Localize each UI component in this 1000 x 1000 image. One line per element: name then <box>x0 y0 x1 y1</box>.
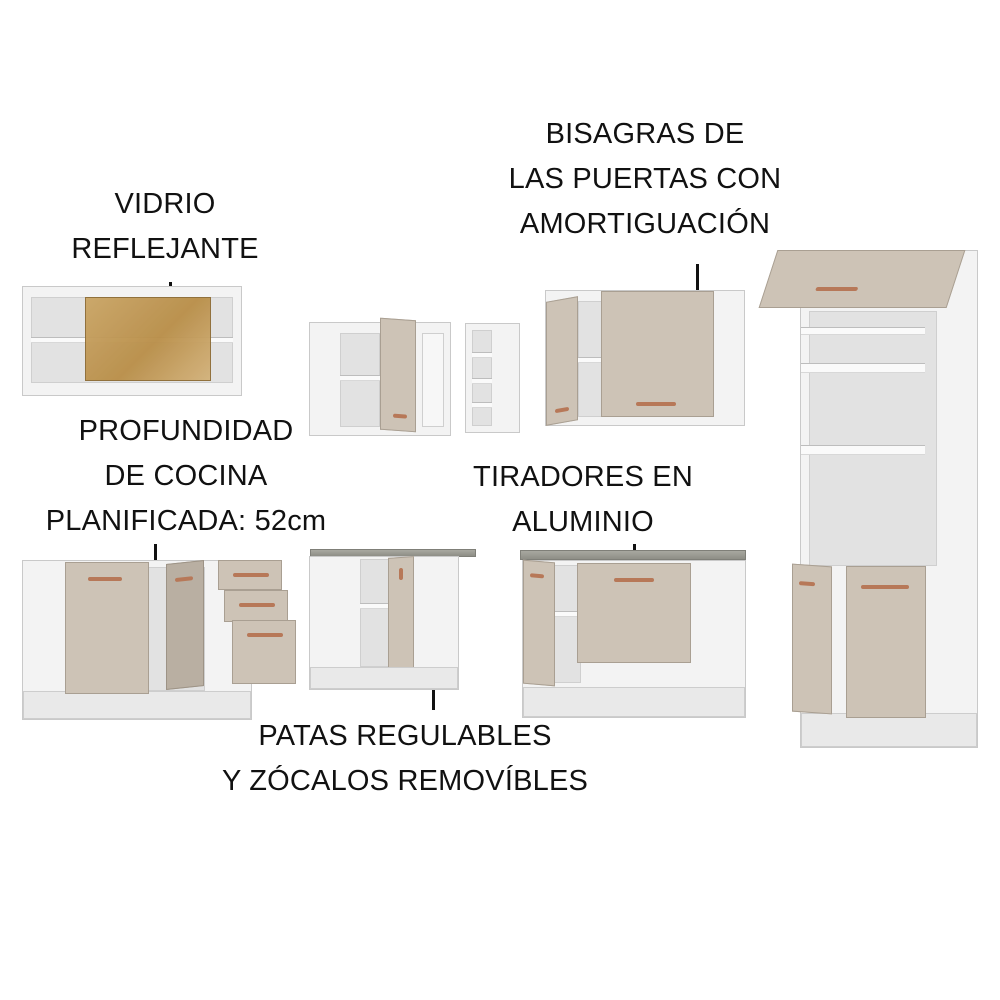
handle <box>247 633 283 637</box>
shelf <box>801 445 925 455</box>
handle <box>636 402 676 406</box>
shelf <box>360 603 390 609</box>
corner-base-cabinet <box>309 556 459 690</box>
label-line: Y ZÓCALOS REMOVÍBLES <box>221 765 589 797</box>
open-left-door <box>523 559 555 687</box>
reflective-glass-doors <box>85 297 211 381</box>
base-door <box>65 562 149 694</box>
shelf <box>801 363 925 373</box>
label-profundidad: PROFUNDIDAD DE COCINA PLANIFICADA: 52cm <box>46 409 327 544</box>
label-line: PLANIFICADA: 52cm <box>45 505 327 537</box>
handle <box>614 578 654 582</box>
glass-wall-cabinet <box>22 286 242 396</box>
handle <box>555 406 569 414</box>
handle <box>815 287 859 291</box>
drawer-2 <box>224 590 288 622</box>
shelf <box>472 352 492 358</box>
shelf <box>801 327 925 335</box>
lift-up-flap-door <box>758 250 966 308</box>
base-open-door <box>166 560 204 690</box>
label-line: VIDRIO <box>114 188 216 220</box>
shelf <box>578 357 608 363</box>
label-tiradores: TIRADORES EN ALUMINIO <box>473 455 693 545</box>
plinth <box>23 691 251 719</box>
open-door <box>380 317 416 433</box>
plinth <box>801 713 977 747</box>
right-door <box>601 291 714 417</box>
open-left-door <box>546 296 578 426</box>
shelf <box>553 611 581 617</box>
label-line: PATAS REGULABLES <box>258 720 552 752</box>
label-line: LAS PUERTAS CON <box>508 163 782 195</box>
label-vidrio-reflejante: VIDRIO REFLEJANTE <box>71 182 258 272</box>
corner-wall-cabinet <box>309 317 451 436</box>
handle <box>233 573 269 577</box>
handle <box>799 581 815 587</box>
drawer-3 <box>232 620 296 684</box>
right-door <box>577 563 691 663</box>
handle <box>239 603 275 607</box>
handle <box>88 577 122 581</box>
handle <box>399 567 403 581</box>
shelf <box>472 402 492 408</box>
label-bisagras: BISAGRAS DE LAS PUERTAS CON AMORTIGUACIÓ… <box>509 112 782 247</box>
label-line: ALUMINIO <box>512 506 654 538</box>
callout-line-legs <box>432 676 435 710</box>
double-door-wall-cabinet <box>545 290 745 426</box>
tower-left-door <box>792 563 832 715</box>
label-patas: PATAS REGULABLES Y ZÓCALOS REMOVÍBLES <box>222 714 588 804</box>
narrow-shelf-unit <box>465 323 520 433</box>
label-line: BISAGRAS DE <box>545 118 745 150</box>
label-line: TIRADORES EN <box>473 461 693 493</box>
handle <box>393 413 407 419</box>
removable-plinth <box>310 667 458 689</box>
handle <box>175 576 193 583</box>
label-line: AMORTIGUACIÓN <box>519 208 771 240</box>
side-panel <box>422 333 444 427</box>
shelf <box>472 378 492 384</box>
handle <box>530 573 544 579</box>
shelf <box>340 375 380 381</box>
label-line: REFLEJANTE <box>71 233 259 265</box>
label-line: PROFUNDIDAD <box>78 415 294 447</box>
drawer-1 <box>218 560 282 590</box>
cabinet-interior <box>809 311 937 566</box>
sink-base-cabinet <box>522 559 746 718</box>
sink-countertop <box>520 550 746 560</box>
tower-right-door <box>846 566 926 718</box>
plinth <box>523 687 745 717</box>
handle <box>861 585 909 589</box>
open-door <box>388 556 414 670</box>
label-line: DE COCINA <box>104 460 268 492</box>
cabinet-interior <box>360 559 390 667</box>
callout-line-hinges <box>696 264 699 302</box>
